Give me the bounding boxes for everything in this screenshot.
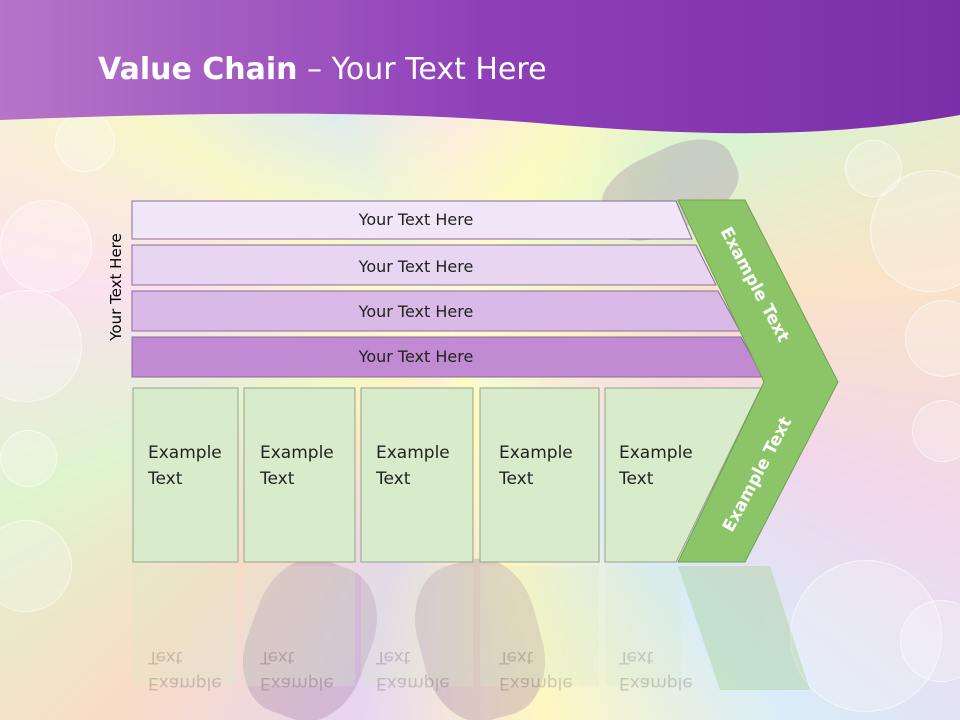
bar-3-label: Your Text Here bbox=[358, 302, 474, 321]
column-1-text: Example Text bbox=[148, 440, 222, 492]
bokeh-circle bbox=[912, 400, 960, 462]
svg-text:Text: Text bbox=[147, 647, 183, 667]
bar-2 bbox=[131, 244, 717, 286]
chevron-arrow bbox=[677, 199, 839, 563]
bar-2-label: Your Text Here bbox=[358, 257, 474, 276]
title-bold: Value Chain bbox=[98, 52, 298, 87]
bar-4-label: Your Text Here bbox=[358, 347, 474, 366]
column-4-text: Example Text bbox=[499, 440, 573, 492]
column-2-text: Example Text bbox=[260, 440, 334, 492]
svg-text:Text: Text bbox=[259, 647, 295, 667]
column-group bbox=[132, 387, 762, 563]
column-4-line2: Text bbox=[499, 469, 534, 489]
bokeh-circle bbox=[0, 430, 57, 487]
column-1-line1: Example bbox=[148, 443, 222, 463]
bokeh-circle bbox=[0, 520, 72, 612]
column-2-line2: Text bbox=[260, 469, 295, 489]
columns-reflection: Example Text Example Text Example Text Exam… bbox=[133, 566, 810, 693]
bar-1 bbox=[131, 200, 693, 240]
svg-text:Example: Example bbox=[499, 673, 573, 693]
svg-text:Text: Text bbox=[618, 647, 654, 667]
svg-text:Example: Example bbox=[148, 673, 222, 693]
slide-title: Value Chain – Your Text Here bbox=[98, 52, 547, 87]
svg-text:Text: Text bbox=[498, 647, 534, 667]
column-5-line2: Text bbox=[619, 469, 654, 489]
svg-text:Example: Example bbox=[260, 673, 334, 693]
svg-text:Example: Example bbox=[619, 673, 693, 693]
svg-text:Text: Text bbox=[375, 647, 411, 667]
column-5-line1: Example bbox=[619, 443, 693, 463]
header-band bbox=[0, 0, 960, 134]
column-4-line1: Example bbox=[499, 443, 573, 463]
column-3-line2: Text bbox=[376, 469, 411, 489]
column-5-text: Example Text bbox=[619, 440, 693, 492]
bar-group: Your Text Here Your Text Here Your Text … bbox=[131, 200, 764, 378]
column-5 bbox=[604, 387, 762, 563]
bokeh-circle bbox=[0, 200, 92, 292]
column-1 bbox=[132, 387, 239, 563]
column-4 bbox=[479, 387, 600, 563]
column-2-line1: Example bbox=[260, 443, 334, 463]
column-1-line2: Text bbox=[148, 469, 183, 489]
column-3 bbox=[360, 387, 474, 563]
column-2 bbox=[243, 387, 356, 563]
bokeh-circle bbox=[905, 300, 960, 377]
column-3-text: Example Text bbox=[376, 440, 450, 492]
title-rest: – Your Text Here bbox=[297, 52, 547, 87]
svg-text:Example: Example bbox=[376, 673, 450, 693]
column-3-line1: Example bbox=[376, 443, 450, 463]
bar-1-label: Your Text Here bbox=[358, 210, 474, 229]
